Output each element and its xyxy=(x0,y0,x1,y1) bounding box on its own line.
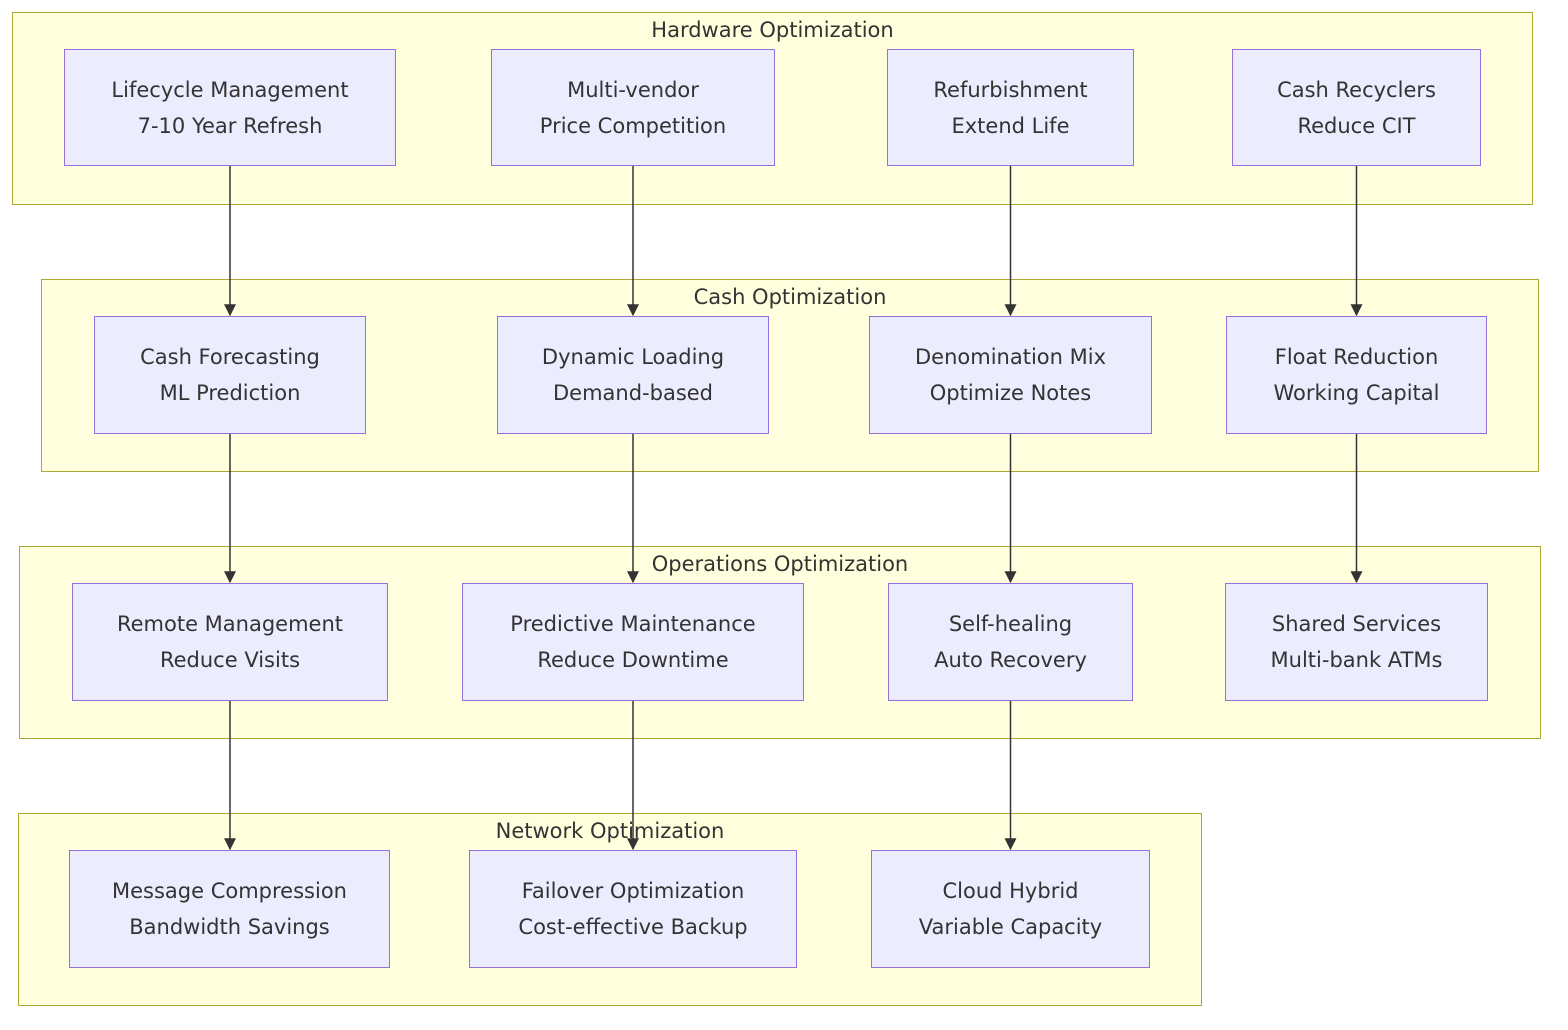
node-title: Message Compression xyxy=(112,879,347,903)
node-title: Self-healing xyxy=(948,612,1073,636)
node-title: Cash Forecasting xyxy=(140,345,320,369)
node-predictive-maintenance[interactable]: Predictive Maintenance Reduce Downtime xyxy=(462,583,804,701)
node-remote-management[interactable]: Remote Management Reduce Visits xyxy=(72,583,388,701)
node-title: Denomination Mix xyxy=(915,345,1106,369)
node-title: Predictive Maintenance xyxy=(510,612,756,636)
node-subtitle: Cost-effective Backup xyxy=(518,915,748,939)
node-title: Lifecycle Management xyxy=(111,77,349,102)
node-cloud-hybrid[interactable]: Cloud Hybrid Variable Capacity xyxy=(871,850,1150,968)
node-title: Remote Management xyxy=(116,612,344,636)
node-dynamic-loading[interactable]: Dynamic Loading Demand-based xyxy=(497,316,769,434)
node-subtitle: 7-10 Year Refresh xyxy=(137,113,323,138)
node-self-healing[interactable]: Self-healing Auto Recovery xyxy=(888,583,1133,701)
node-cash-forecasting[interactable]: Cash Forecasting ML Prediction xyxy=(94,316,366,434)
node-subtitle: Reduce Downtime xyxy=(537,648,729,672)
cluster-title: Cash Optimization xyxy=(693,285,887,309)
node-cash-recyclers[interactable]: Cash Recyclers Reduce CIT xyxy=(1232,49,1481,166)
node-multi-vendor[interactable]: Multi-vendor Price Competition xyxy=(491,49,775,166)
node-subtitle: Bandwidth Savings xyxy=(129,915,330,939)
node-denomination-mix[interactable]: Denomination Mix Optimize Notes xyxy=(869,316,1152,434)
node-failover-optimization[interactable]: Failover Optimization Cost-effective Bac… xyxy=(469,850,797,968)
cluster-title: Network Optimization xyxy=(495,819,725,843)
node-title: Cash Recyclers xyxy=(1277,77,1436,102)
node-subtitle: Price Competition xyxy=(539,113,727,138)
cluster-title: Operations Optimization xyxy=(651,552,909,576)
node-title: Cloud Hybrid xyxy=(942,879,1079,903)
node-title: Shared Services xyxy=(1271,612,1442,636)
node-lifecycle-management[interactable]: Lifecycle Management 7-10 Year Refresh xyxy=(64,49,396,166)
node-refurbishment[interactable]: Refurbishment Extend Life xyxy=(887,49,1134,166)
node-title: Multi-vendor xyxy=(567,77,699,102)
node-float-reduction[interactable]: Float Reduction Working Capital xyxy=(1226,316,1487,434)
node-shared-services[interactable]: Shared Services Multi-bank ATMs xyxy=(1225,583,1488,701)
node-title: Float Reduction xyxy=(1274,345,1439,369)
node-subtitle: Variable Capacity xyxy=(918,915,1103,939)
node-title: Dynamic Loading xyxy=(541,345,725,369)
node-subtitle: Multi-bank ATMs xyxy=(1270,648,1443,672)
node-subtitle: Auto Recovery xyxy=(934,648,1087,672)
node-subtitle: Optimize Notes xyxy=(929,381,1092,405)
cluster-title: Hardware Optimization xyxy=(651,18,894,42)
node-title: Refurbishment xyxy=(933,77,1088,102)
node-subtitle: ML Prediction xyxy=(159,381,301,405)
node-subtitle: Reduce Visits xyxy=(159,648,301,672)
node-subtitle: Working Capital xyxy=(1273,381,1440,405)
node-subtitle: Reduce CIT xyxy=(1297,113,1416,138)
node-title: Failover Optimization xyxy=(521,879,745,903)
node-subtitle: Extend Life xyxy=(951,113,1070,138)
node-message-compression[interactable]: Message Compression Bandwidth Savings xyxy=(69,850,390,968)
node-subtitle: Demand-based xyxy=(552,381,714,405)
